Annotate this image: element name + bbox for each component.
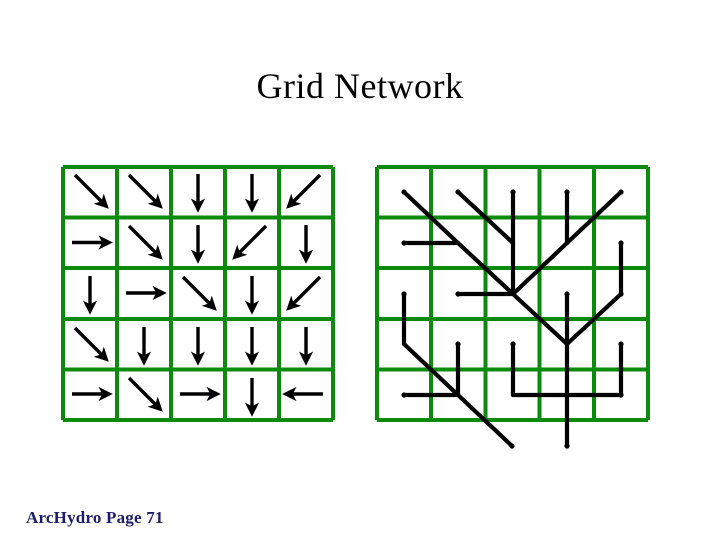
network-source-nodes — [401, 189, 624, 449]
network-node-r5c1 — [401, 392, 407, 398]
network-node-r2c5 — [618, 240, 624, 246]
flow-direction-grid-panel — [61, 165, 335, 422]
network-node-r5c5 — [618, 392, 624, 398]
arrow-r3c3-southeast — [181, 275, 217, 311]
network-node-r3c2 — [455, 291, 461, 297]
network-node-r1c2 — [455, 189, 461, 195]
network-link-r2c4-southwest — [510, 240, 570, 297]
network-node-r1c5 — [618, 189, 624, 195]
network-node-r4c2 — [455, 341, 461, 347]
network-node-r3c4 — [564, 291, 570, 297]
flow-direction-arrows — [72, 173, 323, 417]
network-node-r2c1 — [401, 240, 407, 246]
footer-source-label: ArcHydro Page 71 — [26, 508, 164, 527]
grid-network-panel — [375, 165, 650, 449]
arrow-r4c1-southeast — [73, 326, 109, 362]
network-links — [401, 189, 624, 449]
network-link-r1c1-southeast — [401, 189, 461, 246]
network-node-r3c1 — [401, 291, 407, 297]
figure-area — [0, 150, 720, 480]
network-link-r2c2-southeast — [455, 240, 516, 297]
arrow-r1c5-southwest — [286, 173, 322, 209]
network-link-r1c5-southwest — [564, 189, 624, 246]
network-outlet-southwest — [509, 443, 515, 449]
network-node-r4c5 — [618, 341, 624, 347]
arrow-r1c1-southeast — [73, 173, 109, 209]
left-grid-lines — [61, 165, 335, 422]
arrow-r3c5-southwest — [286, 275, 322, 311]
network-link-r4c1-southeast — [401, 341, 461, 398]
network-node-r1c4 — [564, 189, 570, 195]
network-node-r1c1 — [401, 189, 407, 195]
arrow-r2c2-southeast — [127, 224, 163, 260]
network-link-r5c2-southeast-out — [455, 392, 515, 449]
grid-network-figure — [61, 165, 650, 449]
network-link-r1c2-southeast — [455, 189, 516, 246]
network-node-r1c3 — [510, 189, 516, 195]
network-node-r3c5 — [618, 291, 624, 297]
network-link-r3c3-southeast — [510, 291, 570, 347]
page-title: Grid Network — [256, 66, 464, 106]
arrow-r2c4-southwest — [232, 224, 268, 260]
arrow-r1c2-southeast — [127, 173, 163, 209]
network-outlet-south — [564, 443, 570, 449]
network-node-r4c3 — [510, 341, 516, 347]
network-link-r3c5-southwest — [564, 291, 624, 347]
arrow-r5c2-southeast — [127, 376, 163, 412]
